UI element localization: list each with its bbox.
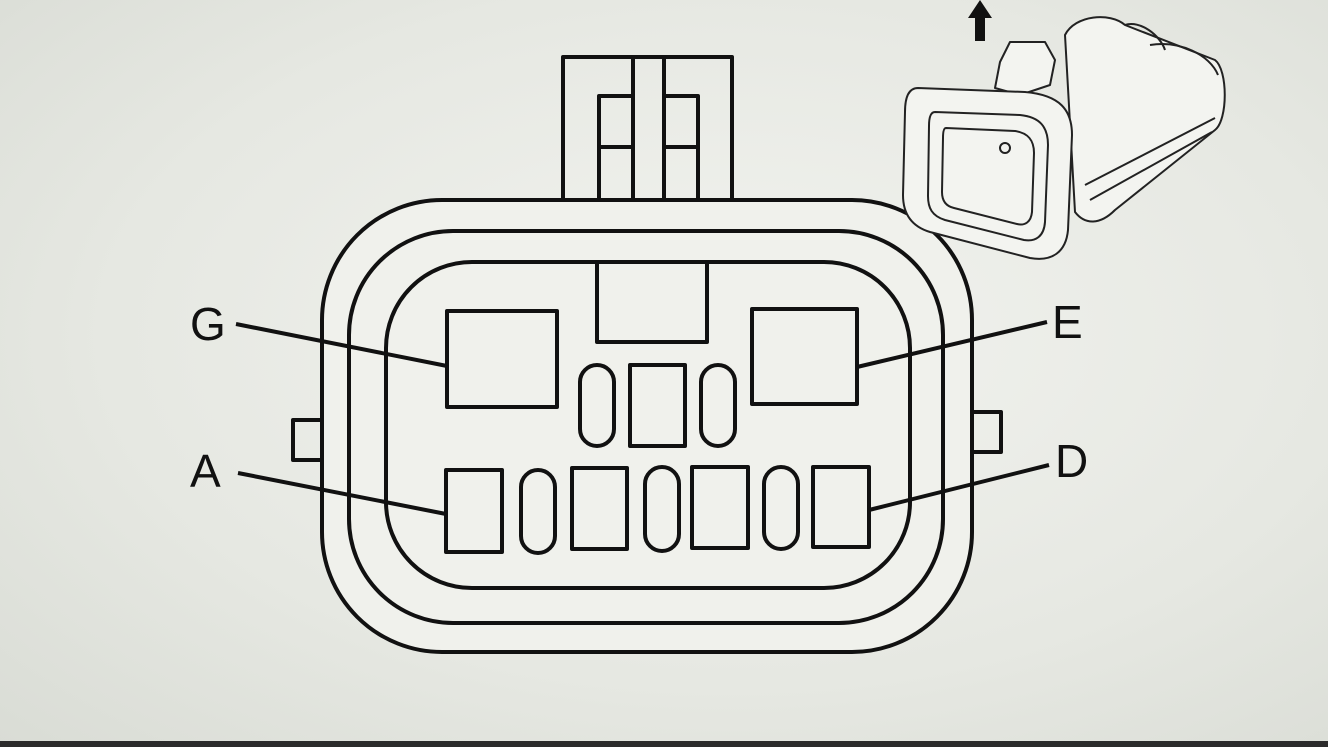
key-notch <box>595 262 709 344</box>
side-key-right <box>972 410 1003 454</box>
latch-slot-left <box>597 94 635 205</box>
pin-cavity-oval-lower-3 <box>762 465 800 551</box>
iso-body-rib-4 <box>1089 131 1213 201</box>
iso-latch <box>994 41 1056 96</box>
connector-housing-outer <box>320 198 974 654</box>
connector-housing-inner <box>384 260 912 590</box>
iso-body-rear <box>1064 16 1226 223</box>
side-key-left <box>291 418 322 462</box>
pin-cavity-oval-lower-1 <box>519 468 557 555</box>
pin-cavity-oval-lower-2 <box>643 465 681 553</box>
pin-label-g: G <box>190 298 226 350</box>
pin-cavity-upper-center <box>628 363 687 448</box>
iso-front-hole <box>999 142 1011 154</box>
pin-cavity-e <box>750 307 859 406</box>
connector-isometric-icon <box>902 16 1226 260</box>
latch-tab-body <box>561 55 734 205</box>
iso-body-rib-1 <box>1124 23 1166 51</box>
pin-label-a: A <box>190 445 221 497</box>
leader-line-e <box>856 320 1048 369</box>
latch-slot-right <box>662 94 700 205</box>
pin-cavity-oval-upper-left <box>578 363 616 448</box>
pin-label-e: E <box>1052 296 1083 348</box>
iso-body-rib-2 <box>1149 43 1219 76</box>
monitor-bezel-edge <box>0 741 1328 747</box>
orientation-arrow-icon <box>968 0 992 41</box>
pin-cavity-b <box>570 466 629 551</box>
pin-label-d: D <box>1055 435 1088 487</box>
iso-front-cavity <box>941 127 1035 226</box>
pin-cavity-oval-upper-right <box>699 363 737 448</box>
iso-body-rib-3 <box>1084 117 1216 186</box>
pin-cavity-c <box>690 465 750 550</box>
connector-housing-middle <box>347 229 945 625</box>
leader-line-a <box>237 471 447 516</box>
leader-line-d <box>868 463 1050 512</box>
pin-cavity-g <box>445 309 559 409</box>
pin-cavity-d <box>811 465 871 549</box>
leader-line-g <box>235 322 448 368</box>
pin-cavity-a <box>444 468 504 554</box>
latch-tab <box>561 55 734 205</box>
